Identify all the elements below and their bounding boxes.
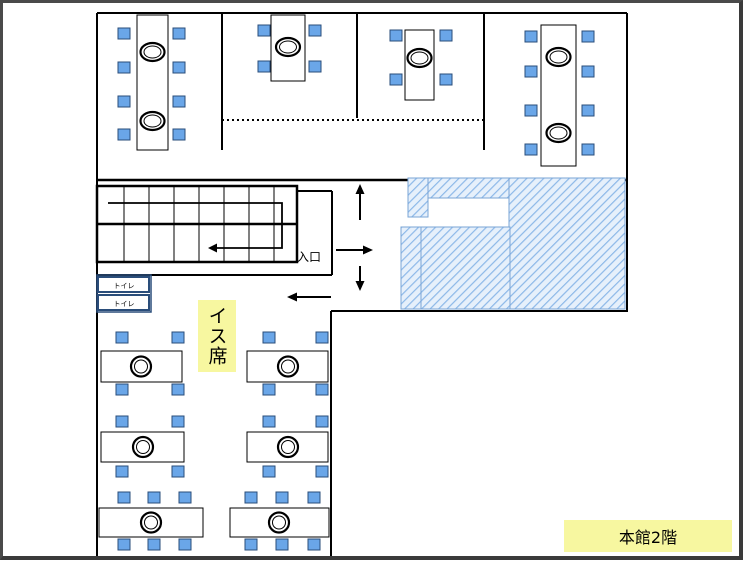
chair bbox=[257, 60, 271, 73]
chair bbox=[147, 491, 161, 504]
chair bbox=[172, 27, 186, 40]
tables bbox=[98, 14, 577, 538]
chair bbox=[115, 415, 129, 428]
serving-plate bbox=[139, 511, 163, 534]
entrance-label: 入口 bbox=[297, 250, 321, 264]
toilets bbox=[96, 274, 152, 313]
chair bbox=[524, 143, 538, 156]
chair bbox=[262, 415, 276, 428]
direction-arrows bbox=[287, 184, 373, 302]
chair bbox=[262, 331, 276, 344]
chair bbox=[172, 128, 186, 141]
serving-plate bbox=[131, 435, 155, 459]
chair bbox=[275, 491, 289, 504]
chair bbox=[275, 538, 289, 551]
serving-plate-inner bbox=[549, 50, 568, 64]
serving-plate bbox=[129, 355, 153, 378]
chair bbox=[115, 383, 129, 396]
chair bbox=[524, 104, 538, 117]
chair bbox=[581, 143, 595, 156]
floor-label: 本館2階 bbox=[564, 520, 732, 552]
chair bbox=[262, 465, 276, 478]
chair bbox=[524, 65, 538, 78]
serving-plate-inner bbox=[144, 515, 158, 530]
chair bbox=[244, 538, 258, 551]
serving-plate-inner bbox=[279, 40, 297, 54]
chair bbox=[524, 30, 538, 43]
chair bbox=[171, 383, 185, 396]
table bbox=[540, 24, 577, 167]
chair bbox=[117, 27, 131, 40]
serving-plate-inner bbox=[410, 51, 429, 65]
chair bbox=[308, 60, 322, 73]
chair bbox=[581, 30, 595, 43]
chair bbox=[389, 29, 403, 42]
chair bbox=[581, 65, 595, 78]
chair bbox=[581, 104, 595, 117]
chair bbox=[244, 491, 258, 504]
chair bbox=[171, 415, 185, 428]
chair bbox=[307, 491, 321, 504]
serving-plate-inner bbox=[136, 440, 150, 454]
chair bbox=[315, 331, 329, 344]
serving-plate-inner bbox=[143, 114, 162, 128]
serving-plate bbox=[276, 355, 300, 378]
chair bbox=[315, 415, 329, 428]
chair bbox=[171, 465, 185, 478]
staircase bbox=[95, 184, 299, 264]
chair bbox=[117, 61, 131, 74]
chair bbox=[115, 465, 129, 478]
chair bbox=[262, 383, 276, 396]
chair bbox=[178, 538, 192, 551]
chair bbox=[115, 331, 129, 344]
serving-plate-inner bbox=[281, 440, 295, 454]
chair bbox=[172, 61, 186, 74]
serving-plate-inner bbox=[143, 45, 162, 59]
serving-plate-inner bbox=[281, 359, 295, 374]
serving-plate-inner bbox=[549, 126, 568, 140]
toilet-label-2: トイレ bbox=[114, 300, 135, 308]
serving-plate bbox=[276, 435, 300, 459]
zone-label: イス席 bbox=[198, 300, 236, 372]
chair bbox=[147, 538, 161, 551]
chair bbox=[315, 465, 329, 478]
chair bbox=[178, 491, 192, 504]
serving-plate-inner bbox=[134, 359, 148, 374]
chair bbox=[439, 73, 453, 86]
chair bbox=[257, 24, 271, 37]
chair bbox=[117, 128, 131, 141]
serving-plate bbox=[267, 511, 291, 534]
toilet-label-1: トイレ bbox=[114, 282, 135, 290]
chair bbox=[439, 29, 453, 42]
chair bbox=[389, 73, 403, 86]
chairs bbox=[115, 24, 595, 551]
chair bbox=[171, 331, 185, 344]
chair bbox=[308, 24, 322, 37]
chair bbox=[307, 538, 321, 551]
chair bbox=[315, 383, 329, 396]
chair bbox=[117, 491, 131, 504]
hatched-area bbox=[400, 177, 626, 310]
chair bbox=[172, 95, 186, 108]
chair bbox=[117, 538, 131, 551]
chair bbox=[117, 95, 131, 108]
serving-plate-inner bbox=[272, 515, 286, 530]
